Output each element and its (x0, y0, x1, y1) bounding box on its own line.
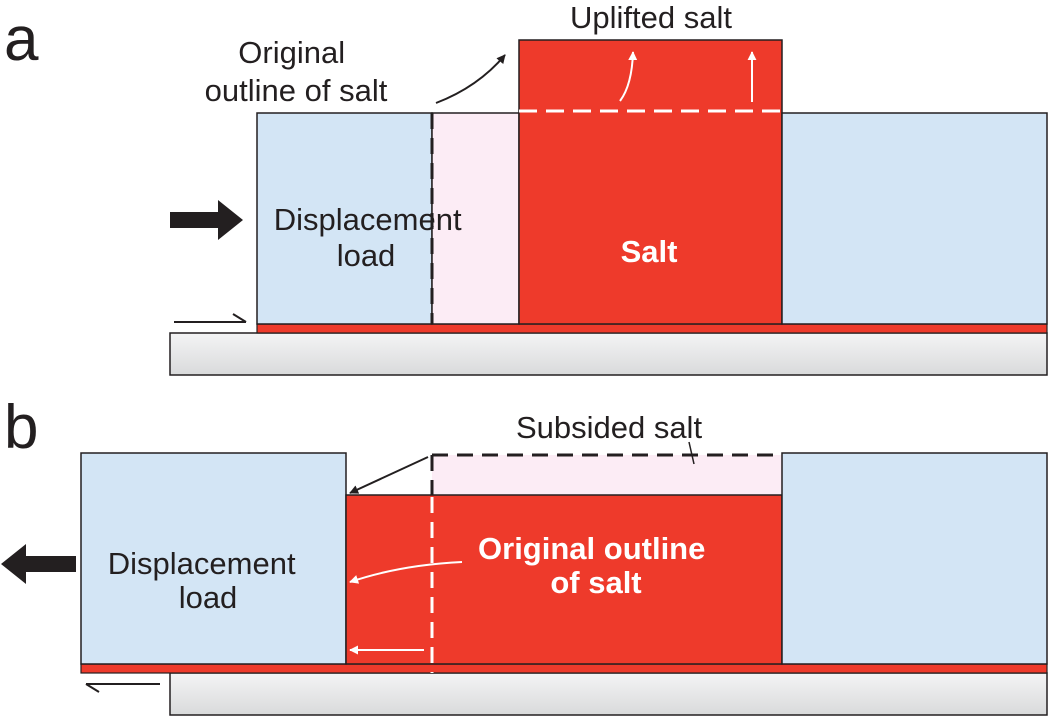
panel-a-uplifted-salt-label: Uplifted salt (570, 0, 732, 35)
panel-a-thin-salt-layer (256, 323, 1048, 334)
panel-b-shear-arrow-barb (85, 683, 100, 693)
panel-b-subsided-salt-label: Subsided salt (516, 410, 703, 445)
panel-a-uplift-arrow-curved (619, 51, 638, 102)
panel-b-original-outline-label: Original outline of salt (478, 531, 714, 600)
panel-b-subsided-leader (688, 441, 695, 465)
panel-a-salt-column (518, 39, 783, 325)
panel-a-basement (169, 332, 1048, 376)
panel-a-original-salt-area (431, 112, 520, 325)
panel-a-letter: a (4, 5, 39, 74)
panel-b-letter: b (4, 393, 38, 462)
panel-b-withdraw-arrow-black (349, 456, 429, 494)
panel-a-original-outline-label: Original outline of salt (205, 35, 388, 108)
panel-a-displacement-load (256, 112, 433, 325)
panel-a-shear-arrow-barb (232, 313, 247, 323)
panel-b-right-block (781, 452, 1048, 665)
panel-a: a Original outline of salt Upli (4, 0, 1048, 376)
panel-b-basement (169, 672, 1048, 716)
panel-a-displacement-load-label: Displacement load (274, 202, 470, 273)
panel-a-right-block (781, 112, 1048, 325)
panel-b-flow-arrow-curved (349, 561, 463, 584)
panel-b-subsided-salt-area (432, 455, 782, 495)
panel-b-salt-body (345, 494, 783, 665)
panel-a-salt-label: Salt (621, 234, 678, 269)
panel-b-displacement-load-label: Displacement load (108, 546, 304, 615)
panel-b-pull-arrow-icon (1, 544, 76, 584)
panel-a-push-arrow-icon (170, 200, 243, 240)
panel-b-thin-salt-layer (80, 663, 1048, 674)
panel-b: b Subsided salt Displaceme (1, 393, 1048, 716)
panel-a-outline-to-uplift-arrow (435, 54, 506, 104)
